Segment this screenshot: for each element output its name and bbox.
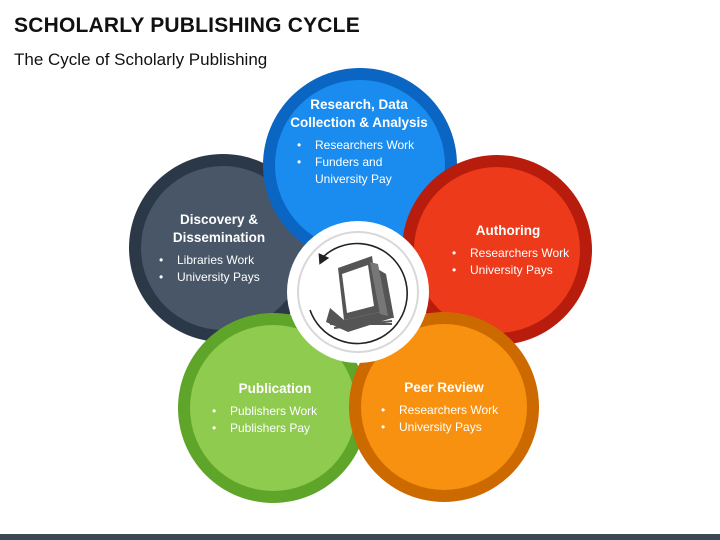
stage-title: Authoring (475, 222, 541, 238)
stage-bullet: University Pays (153, 269, 285, 286)
cycle-arrow-icon (309, 242, 408, 345)
book-pages-icon (326, 256, 394, 332)
stage-bullet: University Pays (446, 262, 570, 279)
center-inner-ring (297, 231, 419, 353)
page-title: SCHOLARLY PUBLISHING CYCLE (14, 14, 360, 37)
stage-bullet: Funders and University Pay (291, 154, 435, 188)
stage-title: Publication (238, 380, 312, 396)
page-subtitle: The Cycle of Scholarly Publishing (14, 50, 268, 69)
stage-bullet: Researchers Work (446, 245, 570, 262)
stage-bullet: Publishers Work (206, 403, 344, 420)
stage-title: Discovery & Dissemination (172, 211, 266, 245)
stage-publication: Publication Publishers Work Publishers P… (178, 313, 368, 503)
stage-bullet: Publishers Pay (206, 420, 344, 437)
stage-bullet: Researchers Work (291, 137, 435, 154)
stage-bullet: Libraries Work (153, 252, 285, 269)
stage-title: Research, Data Collection & Analysis (290, 97, 428, 130)
stage-bullet: Researchers Work (375, 402, 513, 419)
stage-authoring: Authoring Researchers Work University Pa… (402, 155, 592, 345)
stage-title: Peer Review (404, 379, 484, 395)
stage-bullet: University Pays (375, 419, 513, 436)
bottom-bar (0, 534, 720, 540)
stage-peer-review: Peer Review Researchers Work University … (349, 312, 539, 502)
